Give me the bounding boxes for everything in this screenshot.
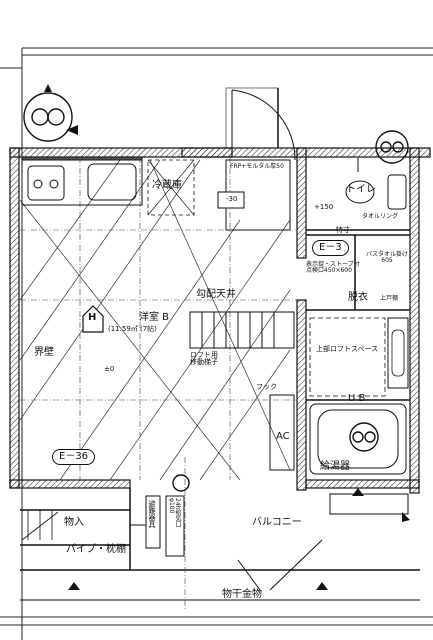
h-mark-house [82,305,104,333]
label-towel-bar: バスタオル掛け 605 [366,251,409,264]
border-lines [0,47,433,640]
tag-e3: E－3 [312,240,349,256]
label-towel-ring: タオルリング [362,213,399,220]
label-minus30: -30 [226,195,238,203]
toilet-fixture [345,158,407,210]
label-loft-ladder: ロフト用 移動梯子 [190,351,218,366]
grid-lines [20,157,297,610]
label-water-heater: 給湯器 [320,461,350,472]
label-pipe-shelf: パイプ・枕棚 [66,544,126,555]
label-plus150: +150 [314,203,334,211]
label-toilet: トイレ [346,184,376,195]
ac-unit [269,394,295,471]
label-plus-minus0: ±0 [104,365,115,373]
storage-shelf [21,510,59,541]
tag-e36: E－36 [52,449,96,465]
label-western-room-area: (11.59㎡ (7帖) [108,325,157,333]
label-balcony: バルコニー [252,517,302,528]
label-sloped-ceiling: 勾配天井 [196,289,236,300]
refrigerator-box [147,159,195,216]
fan-icons [23,92,409,492]
label-evac-hatch: 避難器具 [148,500,156,528]
label-upper-shelf: 上戸棚 [380,295,399,302]
label-ac: AC [276,431,290,442]
kitchen-counter [21,156,143,206]
partitions [20,229,420,571]
label-ub: U B [348,393,366,404]
label-laundry-hanger: 物干金物 [222,589,262,600]
label-dressing: 脱衣 [348,292,368,303]
label-frp: FRP+モルタル厚50 [230,163,284,170]
label-refrigerator: 冷蔵庫 [152,180,182,191]
unit-bath [309,403,407,475]
label-storage: 物入 [64,517,84,528]
label-hook: フック [256,383,277,391]
walls [9,147,431,494]
label-display-board: 表示錠・ストーブ付 点検口450×600 [306,261,360,274]
label-western-room: 洋室 B [139,312,170,323]
loft-ladder [189,311,295,349]
label-boundary-wall: 界壁 [34,347,54,358]
h-symbol: H [88,312,97,323]
label-ventilation: 24h給気口 φ100 [168,498,181,528]
label-upper-loft: 上部ロフトスペース [316,345,379,353]
label-tokkyo: 特寸 [336,226,350,234]
